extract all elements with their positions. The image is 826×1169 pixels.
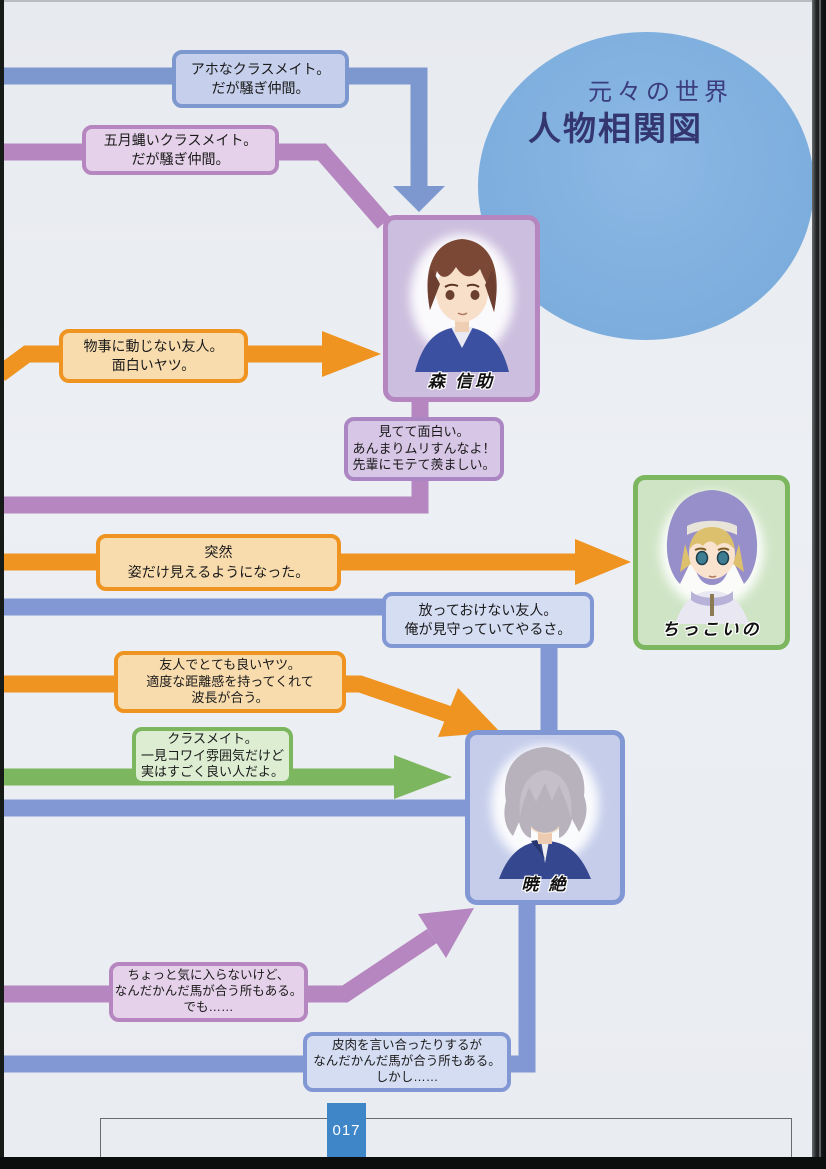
arrowhead-down-icon [393,186,445,212]
scan-edge-left [0,0,4,1169]
character-name-zetsu: 暁 絶 [521,875,569,894]
label-line: 姿だけ見えるようになった。 [127,563,310,580]
label-line: 放っておけない友人。 [418,601,558,618]
label-line: 友人でとても良いヤツ。 [159,657,301,673]
arrowhead-right-icon [322,331,381,377]
label-line: でも…… [183,999,234,1014]
arrowhead-right-icon [394,755,452,799]
label-line: 波長が合う。 [191,690,269,706]
label-line: 俺が見守っていてやるさ。 [404,621,572,637]
label-line: だが騒ぎ仲間。 [131,151,230,167]
scan-edge-top [0,0,826,2]
label-line: ちょっと気に入らないけど、 [127,968,290,983]
label-aho-classmate: アホなクラスメイト。 だが騒ぎ仲間。 [172,50,349,108]
label-monogoto-friend: 物事に動じない友人。 面白いヤツ。 [59,329,248,383]
portrait-akatsuki-zetsu [491,745,599,879]
scan-edge-bottom [0,1157,826,1169]
label-line: 一見コワイ雰囲気だけど [141,747,285,763]
page-number: 017 [332,1122,361,1139]
label-mitete-omoshiroi: 見てて面白い。 あんまりムリすんなよ！ 先輩にモテて羨ましい。 [344,417,504,481]
character-card-mori: 森 信助 [383,215,540,402]
character-name-chikkoino: ちっこいの [661,620,762,639]
character-name-mori: 森 信助 [427,372,496,391]
label-line: 突然 [204,544,233,561]
label-yuujin-ii-yatsu: 友人でとても良いヤツ。 適度な距離感を持ってくれて 波長が合う。 [114,651,346,713]
label-line: なんだかんだ馬が合う所もある。 [114,984,303,999]
label-urusai-classmate: 五月蝿いクラスメイト。 だが騒ぎ仲間。 [82,125,279,175]
label-line: だが騒ぎ仲間。 [211,80,310,96]
line-hiniku-blue [0,898,536,1073]
label-line: 面白いヤツ。 [111,357,196,373]
page-title: 人物相関図 [528,112,703,148]
label-hanatte-okenai: 放っておけない友人。 俺が見守っていてやるさ。 [382,592,594,648]
label-classmate-kowai: クラスメイト。 一見コワイ雰囲気だけど 実はすごく良い人だよ。 [132,727,293,785]
label-line: 五月蝿いクラスメイト。 [103,131,258,148]
arrowhead-right-icon [575,539,631,585]
character-card-zetsu: 暁 絶 [465,730,625,905]
scan-edge-right [812,0,826,1169]
label-line: 皮肉を言い合ったりするが [331,1038,482,1053]
character-card-chikkoino: ちっこいの [633,475,790,650]
label-line: 実はすごく良い人だよ。 [141,764,285,780]
label-chotto-ki-ni-iranai: ちょっと気に入らないけど、 なんだかんだ馬が合う所もある。 でも…… [109,962,308,1022]
label-hiniku: 皮肉を言い合ったりするが なんだかんだ馬が合う所もある。 しかし…… [303,1032,511,1092]
label-line: アホなクラスメイト。 [190,60,331,77]
arrowhead-diagonal-icon [438,688,500,737]
portrait-mori-shinsuke [409,234,514,372]
label-totsuzen: 突然 姿だけ見えるようになった。 [96,534,341,591]
portrait-chikkoino [659,490,764,624]
footer-frame [100,1118,792,1169]
label-line: 見てて面白い。 [378,424,470,440]
label-line: あんまりムリすんなよ！ [352,440,496,456]
page-title-subtitle: 元々の世界 [588,80,733,106]
page-number-badge: 017 [327,1103,366,1158]
label-line: 適度な距離感を持ってくれて [146,673,314,689]
label-line: なんだかんだ馬が合う所もある。 [313,1054,501,1069]
line-aho-blue-arrow [0,67,445,212]
label-line: 先輩にモテて羨ましい。 [352,457,496,473]
label-line: 物事に動じない友人。 [83,337,224,354]
label-line: クラスメイト。 [167,731,258,747]
label-line: しかし…… [375,1069,439,1084]
arrowhead-diagonal-icon [418,908,474,958]
